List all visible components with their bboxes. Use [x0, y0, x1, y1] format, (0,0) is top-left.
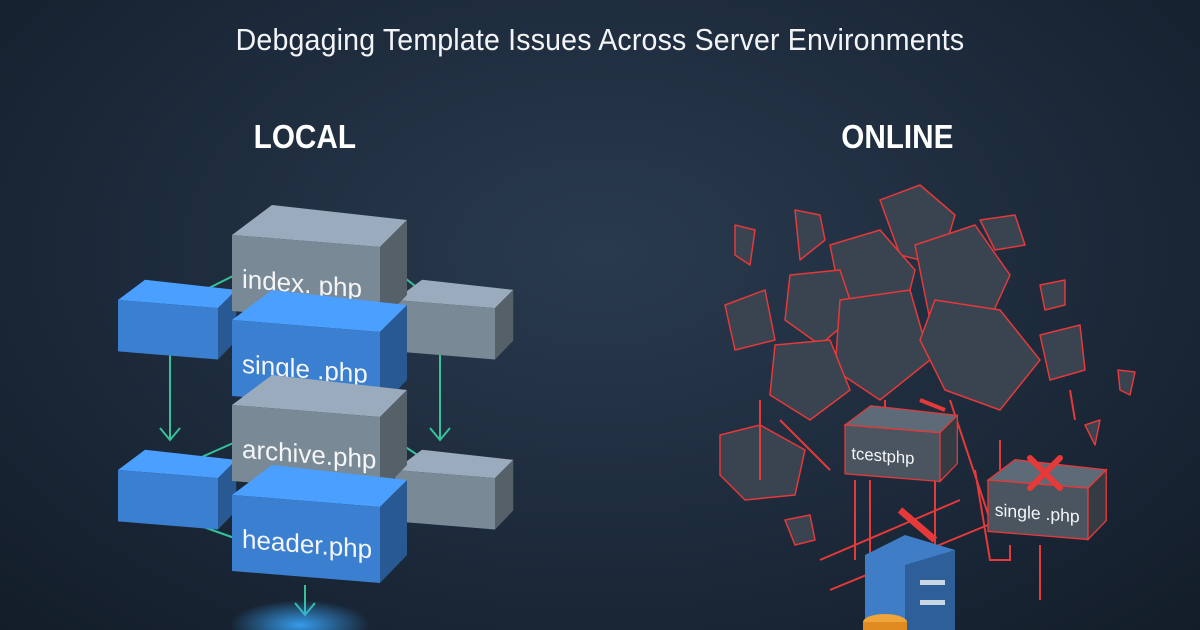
cube-side-face — [495, 289, 514, 360]
cube-top-face — [232, 465, 407, 507]
cube-top-face — [232, 205, 407, 247]
cube-front-face — [118, 470, 218, 530]
cube-top-face — [395, 279, 514, 309]
cube-headerphp: header.php — [232, 465, 407, 583]
cube-side-face — [380, 480, 407, 583]
debris-shard — [724, 289, 776, 351]
debris-shard — [794, 209, 826, 261]
debris-shard — [1039, 324, 1086, 381]
debris-shard — [919, 299, 1041, 411]
broken-structure — [719, 184, 1136, 546]
cube-tcestphp: tcestphp — [843, 405, 959, 484]
cube-front-face — [232, 495, 380, 583]
cube-top-face — [395, 449, 514, 479]
arrow-down-icon — [159, 427, 451, 617]
cube-top-face — [118, 279, 237, 309]
error-x-icon — [1027, 455, 1063, 491]
cube — [118, 449, 237, 530]
debris-shard — [734, 224, 756, 266]
cube-side-face — [218, 289, 237, 360]
cube-top-face — [232, 290, 407, 332]
debris-shard — [769, 339, 851, 421]
cube — [118, 279, 237, 360]
cube-side-face — [218, 459, 237, 530]
cube — [395, 279, 514, 360]
cube-front-face — [395, 470, 495, 530]
debris-shard — [1084, 419, 1101, 446]
cube-front-face — [118, 300, 218, 360]
server-icon — [863, 535, 955, 630]
cube-side-face — [939, 413, 958, 484]
subtitle: Debgaging Template Issues Across Server … — [235, 22, 965, 57]
cube — [395, 449, 514, 530]
base-glow — [230, 600, 370, 630]
debris-shard — [1117, 369, 1136, 396]
cube-front-face — [395, 300, 495, 360]
debris-shard — [784, 514, 816, 546]
debris-shard — [1039, 279, 1066, 311]
cube-side-face — [380, 220, 407, 323]
debris-shard — [979, 214, 1026, 251]
online-heading: ONLINE — [841, 118, 954, 155]
cube-side-face — [380, 390, 407, 493]
cube-top-face — [232, 375, 407, 417]
cube-side-face — [495, 459, 514, 530]
debris-shard — [719, 424, 806, 501]
local-heading: LOCAL — [253, 118, 356, 155]
debris-shard — [834, 289, 931, 401]
cube-side-face — [1087, 468, 1107, 542]
cube-side-face — [380, 305, 407, 408]
cube-top-face — [118, 449, 237, 479]
